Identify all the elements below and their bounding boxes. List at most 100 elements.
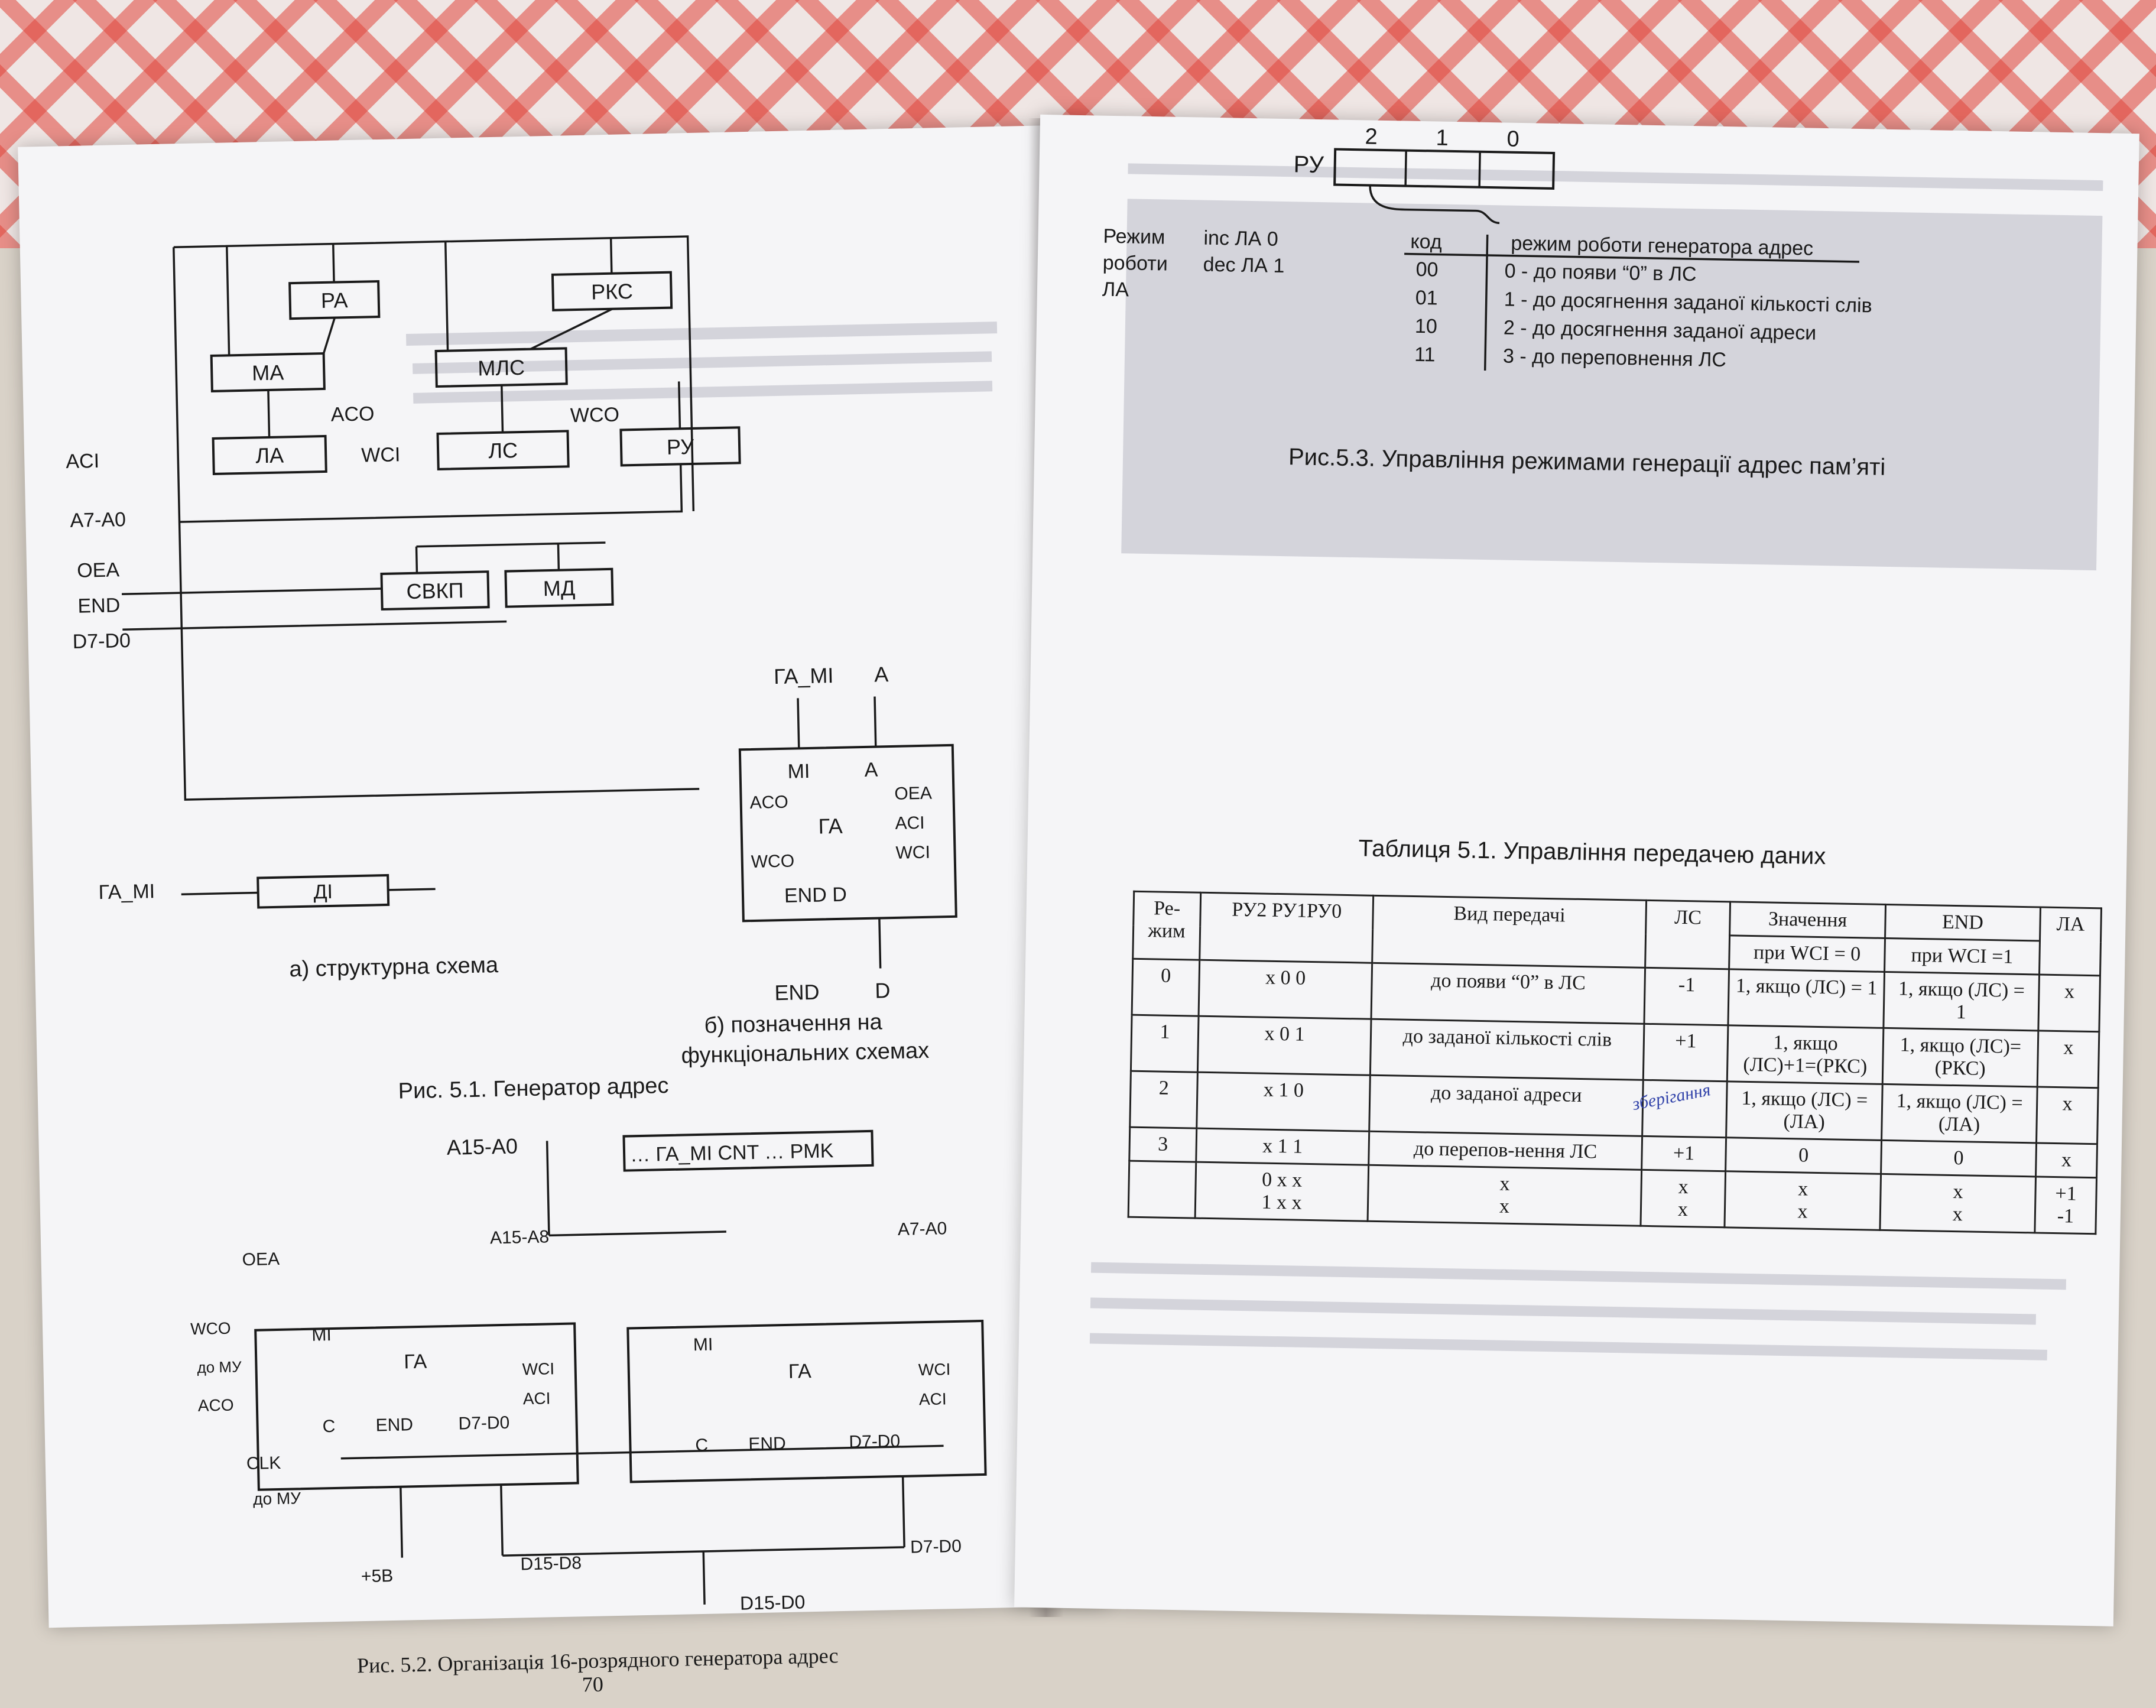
cell-la: +1 -1	[2034, 1176, 2097, 1234]
cell-end: 1, якщо (ЛС) = 1	[1883, 972, 2040, 1031]
cell-ru: x 1 0	[1196, 1072, 1371, 1132]
fig52-aci-right: ACI	[919, 1389, 947, 1408]
th-mode: Ре-жим	[1132, 891, 1201, 960]
sym-end-d: END D	[784, 884, 848, 907]
cell-ls: -1	[1644, 967, 1729, 1025]
fig52-ga-left	[254, 1322, 579, 1491]
sym-top-a: A	[874, 662, 889, 686]
cell-mode	[1128, 1161, 1196, 1219]
fig53-bit-0: 0	[1506, 127, 1519, 152]
sig-aco: ACO	[330, 402, 374, 426]
fig53-row-2: 2 - до досягнення заданої адреси	[1504, 317, 1817, 345]
fig51-structure: РА МА ЛА МЛС ЛС РКС РУ СВКП МД ACI ACO W…	[66, 235, 741, 909]
fig53-code-11: 11	[1414, 343, 1436, 366]
cell-ru: x 0 0	[1198, 960, 1372, 1019]
fig52-ga-right-label: ГА	[788, 1360, 811, 1383]
fig52-diagram: A15-A0 … ГА_МІ CNT … PMK A15-A8 A7-A0 OE…	[190, 1129, 987, 1614]
block-ls	[436, 430, 570, 471]
cell-ls: +1	[1641, 1136, 1726, 1171]
left-page-figures: РА МА ЛА МЛС ЛС РКС РУ СВКП МД ACI ACO W…	[66, 235, 998, 1614]
fig53-register-box	[1333, 148, 1556, 190]
label-la: ЛА	[255, 443, 284, 467]
sym-wco: WCO	[751, 851, 794, 872]
cell-ru: x 0 1	[1197, 1016, 1372, 1076]
fig53-mode-3: ЛА	[1102, 278, 1129, 301]
fig53: РУ 2 1 0 Режим роботи ЛА inc ЛА 0 dec ЛА…	[1102, 124, 1886, 480]
cell-mode: 1	[1131, 1015, 1199, 1073]
sig-aci: ACI	[66, 450, 99, 473]
fig53-code-00: 00	[1415, 258, 1438, 281]
fig52-aco: ACO	[198, 1396, 234, 1415]
sym-bottom-d: D	[875, 978, 891, 1003]
fig52-a15-a8: A15-A8	[490, 1227, 550, 1248]
label-md: МД	[543, 576, 575, 600]
th-end: END	[1885, 904, 2041, 941]
fig51-caption-b1: б) позначення на	[704, 1009, 883, 1038]
cell-la: x	[2038, 974, 2100, 1032]
cell-end: x x	[1879, 1174, 2036, 1233]
fig53-bit-1: 1	[1436, 125, 1449, 150]
fig52-d7-d0-right: D7-D0	[849, 1431, 900, 1452]
cell-value: 0	[1725, 1137, 1882, 1174]
cell-mode: 3	[1129, 1127, 1197, 1163]
sym-ga: ГА	[818, 814, 843, 839]
fig51-caption-b2: функціональних схемах	[681, 1038, 930, 1069]
cell-ls: +1	[1642, 1024, 1729, 1082]
pmk-register	[622, 1129, 874, 1172]
fig52-wco: WCO	[190, 1319, 231, 1338]
fig52-d7-d0-bus: D7-D0	[910, 1537, 962, 1557]
right-page-figure: РУ 2 1 0 Режим роботи ЛА inc ЛА 0 dec ЛА…	[1102, 124, 2103, 571]
cell-kind: до заданої адреси	[1369, 1075, 1643, 1136]
sig-wci: WCI	[361, 443, 401, 466]
fig53-row-3: 3 - до переповнення ЛС	[1503, 345, 1726, 371]
sig-a7-a0: A7-A0	[70, 508, 126, 532]
fig53-mode-2: роботи	[1102, 252, 1168, 275]
fig53-code-01: 01	[1415, 287, 1437, 310]
block-svkp	[380, 570, 490, 611]
th-la: ЛА	[2039, 907, 2102, 976]
fig52-a7-a0: A7-A0	[898, 1219, 947, 1239]
fig52-wci-left: WCI	[522, 1359, 554, 1378]
sig-wco: WCO	[570, 404, 620, 427]
fig52-plus5v: +5В	[361, 1566, 394, 1586]
fig52-mi-right: MI	[693, 1335, 713, 1355]
sym-bottom-end: END	[774, 980, 820, 1005]
ga-symbol-box	[738, 743, 957, 923]
th-ls: ЛС	[1645, 900, 1730, 969]
right-page: РУ 2 1 0 Режим роботи ЛА inc ЛА 0 dec ЛА…	[1014, 114, 2139, 1626]
fig51-symbol: ГА_МІ A MI A ГА OEA ACI WCI ACO WCO END …	[738, 662, 957, 1005]
cell-kind: x x	[1368, 1165, 1642, 1226]
fig53-inc: inc ЛА 0	[1203, 227, 1278, 251]
cell-value: 1, якщо (ЛС) = 1	[1728, 969, 1885, 1028]
fig52-c-right: C	[695, 1436, 708, 1455]
fig52-do-mu: до МУ	[197, 1358, 242, 1376]
fig52-ga-right	[626, 1319, 987, 1483]
fig52-d15-d0: D15-D0	[740, 1591, 806, 1613]
fig52-ga-left-label: ГА	[404, 1350, 427, 1373]
cell-mode: 2	[1129, 1071, 1198, 1129]
cell-ls: зберігання	[1631, 1080, 1728, 1138]
cell-ru: 0 x x 1 x x	[1194, 1162, 1369, 1222]
cell-end: 1, якщо (ЛС) = (ЛА)	[1881, 1084, 2038, 1143]
fig53-mode-header: режим роботи генератора адрес	[1511, 232, 1813, 260]
sym-wci: WCI	[895, 843, 930, 863]
cell-end: 1, якщо (ЛС)=(РКС)	[1882, 1028, 2038, 1087]
sig-ga-mi: ГА_МІ	[98, 880, 155, 904]
cell-value: 1, якщо (ЛС)+1=(РКС)	[1727, 1025, 1884, 1084]
fig53-row-0: 0 - до появи “0” в ЛС	[1504, 260, 1697, 286]
cell-ls: x x	[1640, 1170, 1726, 1228]
fig52-d15-d8: D15-D8	[520, 1553, 582, 1574]
sym-mi: MI	[787, 760, 810, 783]
left-page-number: 70	[582, 1672, 604, 1697]
handwritten-note: зберігання	[1630, 1080, 1712, 1115]
sym-oea: OEA	[894, 784, 932, 804]
sym-a: A	[864, 758, 878, 781]
cell-kind: до перепов-нення ЛС	[1368, 1131, 1642, 1170]
th-value: Значення	[1729, 901, 1886, 939]
fig52-end-right: END	[748, 1434, 786, 1454]
sig-d7-d0: D7-D0	[72, 629, 131, 653]
sym-top-mi: ГА_МІ	[774, 663, 834, 689]
left-page: РА МА ЛА МЛС ЛС РКС РУ СВКП МД ACI ACO W…	[18, 125, 1107, 1696]
sig-end: END	[77, 594, 121, 617]
label-mls: МЛС	[478, 355, 525, 381]
